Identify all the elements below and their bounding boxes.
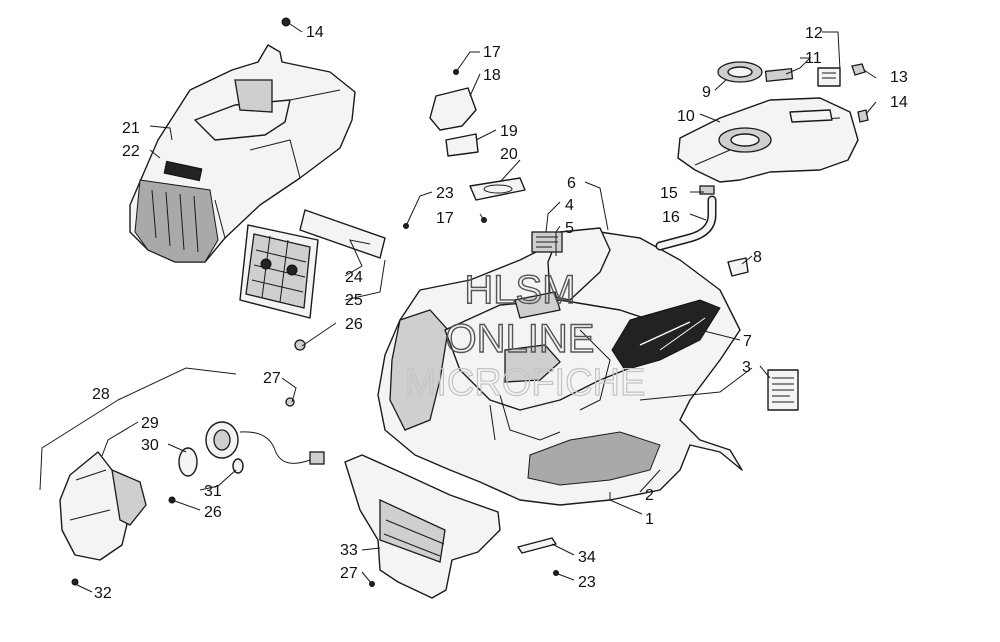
callout-18: 18 <box>483 67 501 84</box>
callout-23a: 23 <box>436 185 454 202</box>
front-fender-part <box>377 231 743 506</box>
callout-7: 7 <box>743 333 752 350</box>
callout-24: 24 <box>345 269 363 286</box>
console-cover-part <box>429 69 526 201</box>
callout-11: 11 <box>805 50 822 67</box>
callout-27a: 27 <box>263 370 281 387</box>
callout-28: 28 <box>92 386 110 403</box>
callout-23b: 23 <box>578 574 596 591</box>
callout-13: 13 <box>890 69 908 86</box>
callout-5: 5 <box>565 220 574 237</box>
callout-21: 21 <box>122 120 140 137</box>
callout-32: 32 <box>94 585 112 602</box>
callout-3: 3 <box>742 359 751 376</box>
callout-4: 4 <box>565 197 574 214</box>
side-decal-part <box>611 299 721 371</box>
grille-panel-part <box>239 224 319 319</box>
callout-31: 31 <box>204 483 222 500</box>
callout-30: 30 <box>141 437 159 454</box>
callout-1: 1 <box>645 511 654 528</box>
callout-6: 6 <box>567 175 576 192</box>
leader-lines <box>39 23 877 593</box>
callout-9: 9 <box>702 84 711 101</box>
watermark-line-1: HLSM <box>464 268 575 312</box>
callout-14b: 14 <box>890 94 908 111</box>
callout-34: 34 <box>578 549 596 566</box>
rear-panel-part <box>677 61 869 183</box>
callout-33: 33 <box>340 542 358 559</box>
callout-10: 10 <box>677 108 695 125</box>
center-console-part <box>514 227 611 319</box>
callout-26a: 26 <box>345 316 363 333</box>
front-bumper-part <box>344 454 501 599</box>
watermark-line-3: MICROFICHE <box>405 362 646 404</box>
callout-25: 25 <box>345 292 363 309</box>
callout-17a: 17 <box>483 44 501 61</box>
warning-decal-part <box>767 369 799 411</box>
callout-15: 15 <box>660 185 678 202</box>
callout-17b: 17 <box>436 210 454 227</box>
callout-8: 8 <box>753 249 762 266</box>
headlight-assembly-part <box>59 421 325 586</box>
callout-12: 12 <box>805 25 823 42</box>
callout-16: 16 <box>662 209 680 226</box>
callout-22: 22 <box>122 143 140 160</box>
callout-14a: 14 <box>306 24 324 41</box>
callout-29: 29 <box>141 415 159 432</box>
callout-26b: 26 <box>204 504 222 521</box>
callout-19: 19 <box>500 123 518 140</box>
watermark-line-2: ONLINE <box>446 317 595 361</box>
callout-20: 20 <box>500 146 518 163</box>
vent-hose-part <box>655 185 717 251</box>
callout-27b: 27 <box>340 565 358 582</box>
trim-strip-part <box>517 537 557 554</box>
reflector-strip-part <box>299 209 386 259</box>
callout-labels: 1 2 3 4 5 6 7 8 9 10 11 12 13 14 14 15 1… <box>92 24 908 602</box>
callout-2: 2 <box>645 487 654 504</box>
clip-part <box>727 257 749 277</box>
front-hood-part <box>129 44 356 263</box>
